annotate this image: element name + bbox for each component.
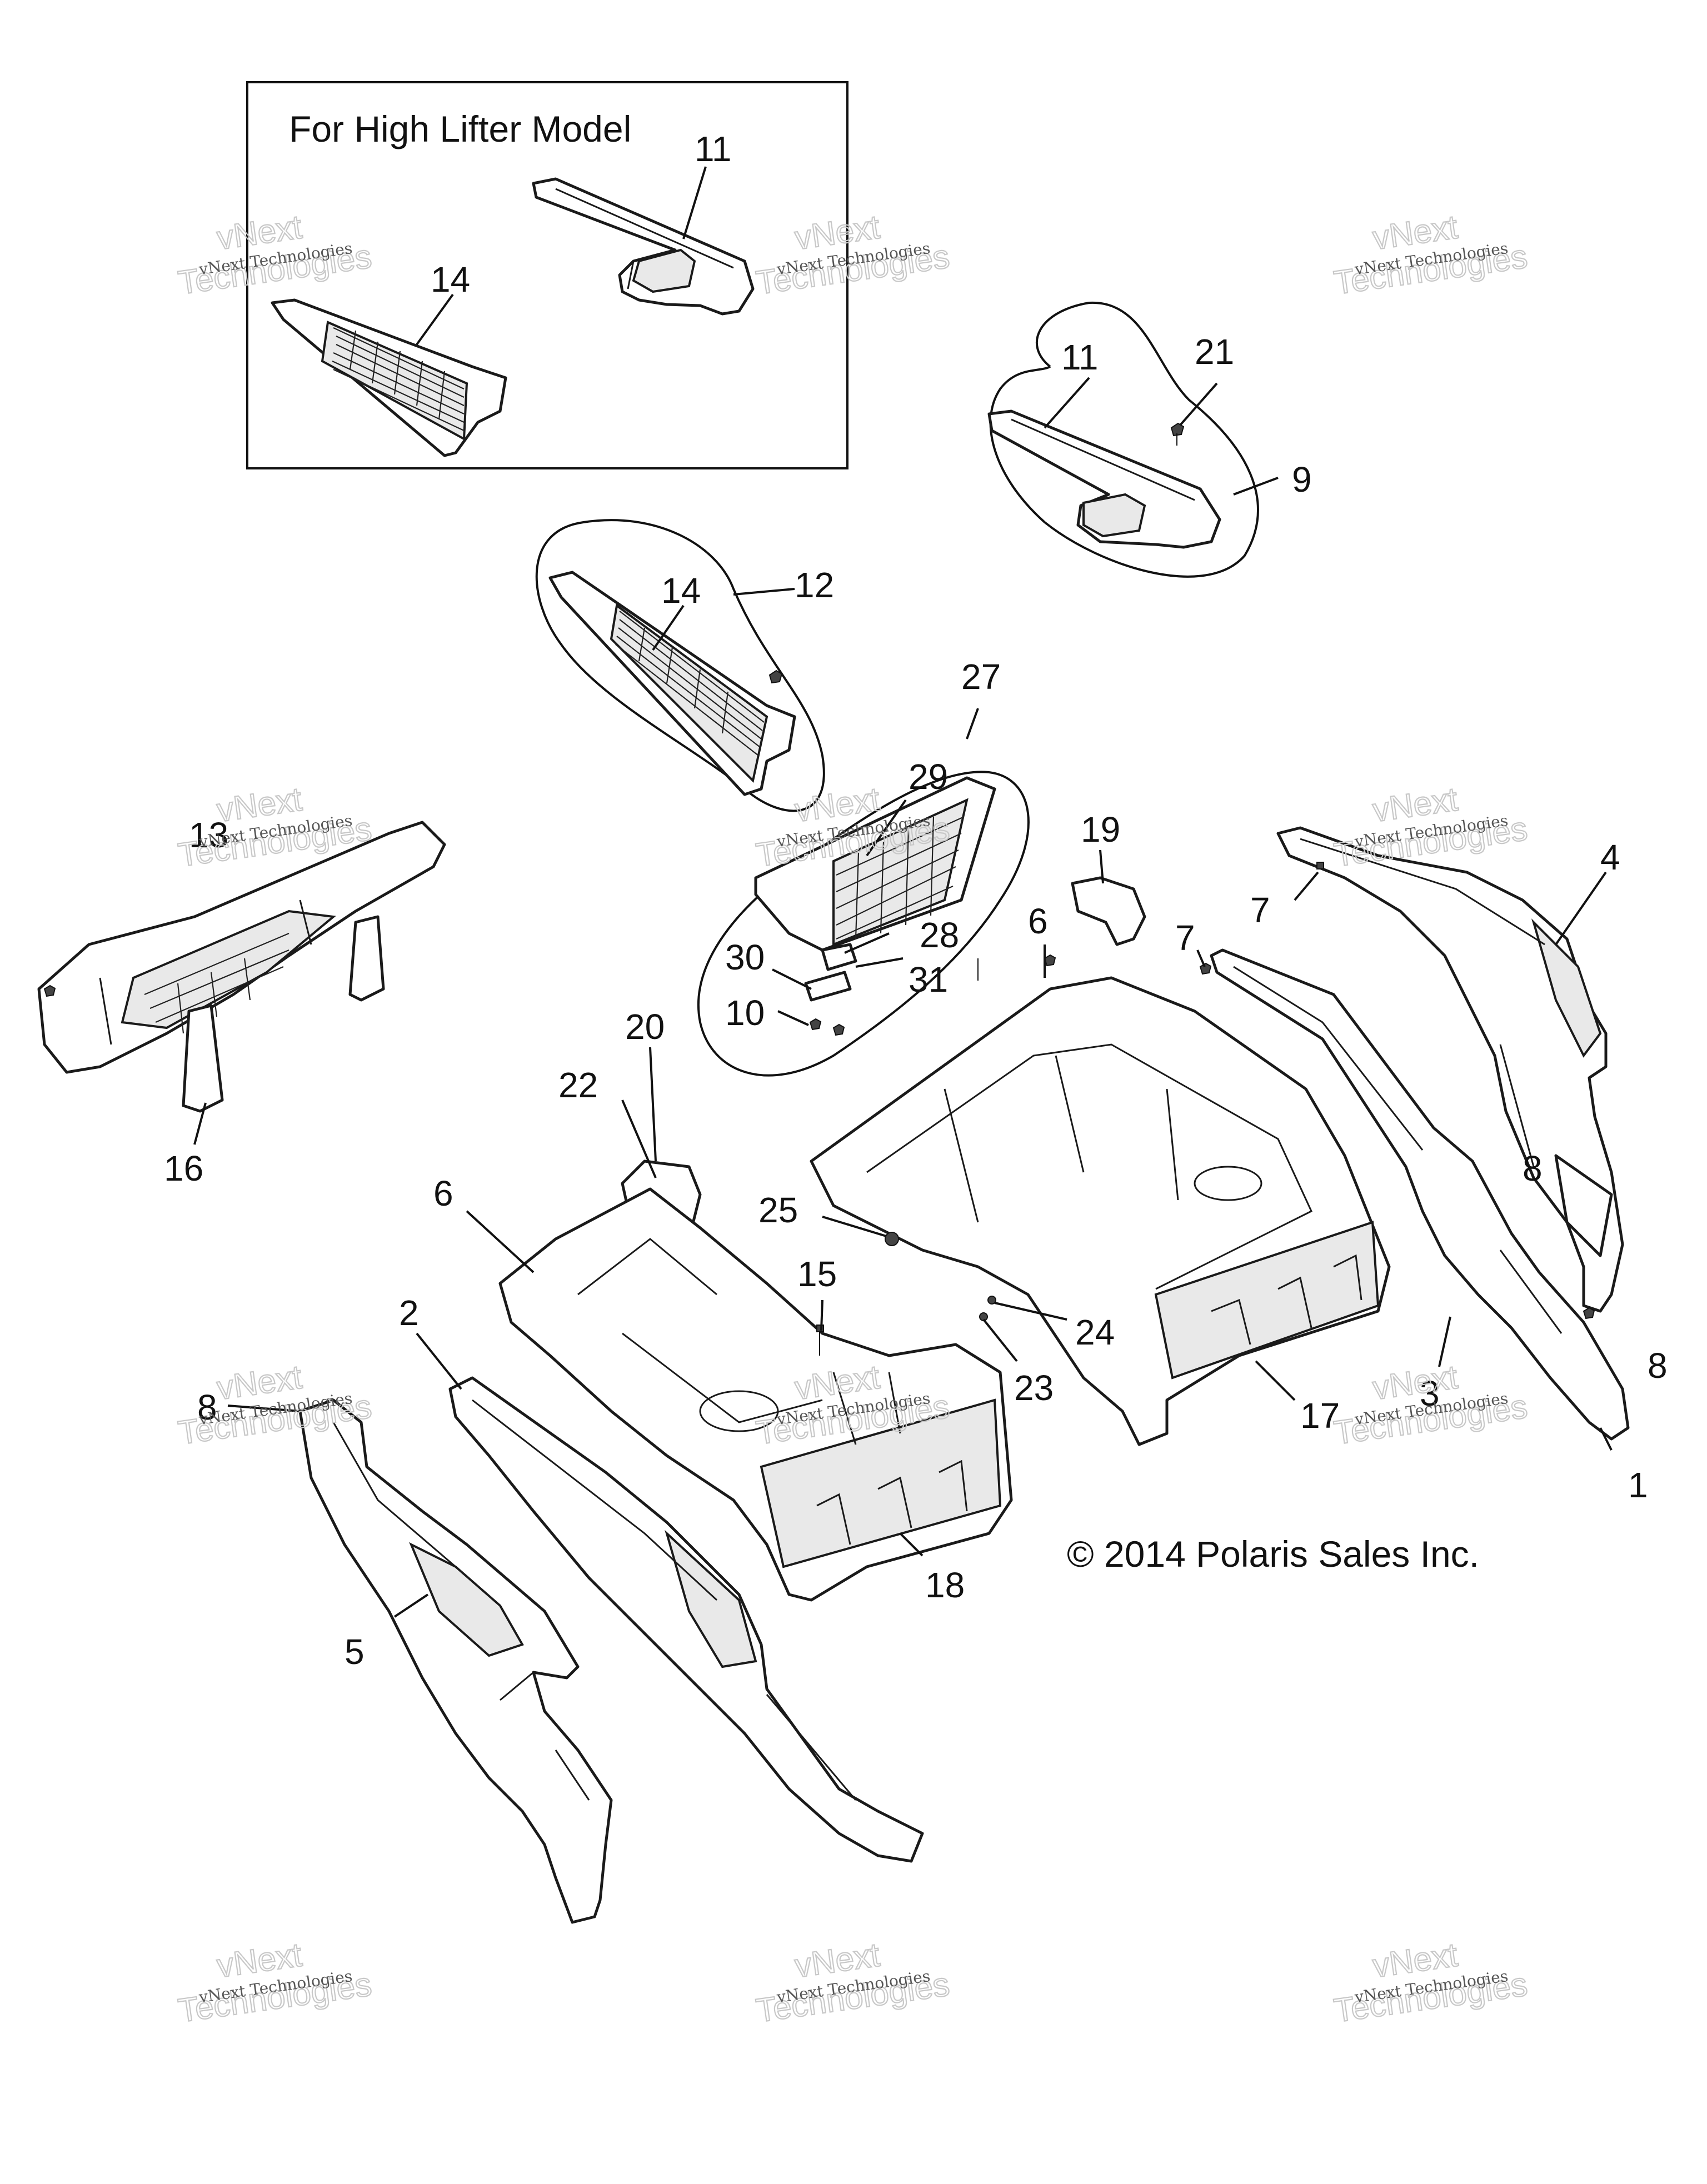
callout-11: 11: [1061, 337, 1098, 377]
part-3-right-rocker: [1196, 948, 1630, 1451]
screw-21: [1170, 422, 1185, 446]
callout-14: 14: [661, 571, 701, 611]
callout-17: 17: [1300, 1396, 1340, 1436]
callout-5: 5: [345, 1632, 365, 1672]
copyright-text: © 2014 Polaris Sales Inc.: [1067, 1533, 1479, 1575]
callout-31: 31: [909, 959, 948, 999]
inset-part-11: [532, 177, 755, 316]
callout-7-right: 7: [1250, 890, 1270, 930]
kit-12-circle: [535, 519, 825, 812]
part-17-rear-tub: [810, 944, 1391, 1446]
callout-2: 2: [399, 1293, 419, 1333]
callout-21: 21: [1195, 332, 1234, 372]
callout-12: 12: [795, 565, 834, 605]
callout-28: 28: [920, 915, 959, 955]
watermark: vNext Technologies vNext Technologies: [176, 1935, 375, 2030]
callout-20: 20: [625, 1007, 665, 1047]
inset-frame: [246, 81, 848, 469]
callout-1: 1: [1628, 1465, 1648, 1505]
callout-23: 23: [1014, 1368, 1054, 1408]
watermark: vNext Technologies vNext Technologies: [1331, 1357, 1530, 1452]
callout-4: 4: [1600, 837, 1620, 877]
callout-18: 18: [925, 1565, 965, 1605]
callout-30: 30: [725, 937, 765, 977]
callout-6-top: 6: [1028, 901, 1048, 941]
callout-inset-11: 11: [695, 129, 731, 169]
callout-24: 24: [1075, 1312, 1115, 1352]
watermark: vNext Technologies vNext Technologies: [1331, 1935, 1530, 2030]
part-2-rocker-panel: [416, 1332, 924, 1863]
leader-inset-11: [682, 166, 707, 239]
leader-inset-14: [416, 293, 454, 346]
kit-9-circle: [987, 301, 1279, 578]
watermark-grid: vNext Technologies vNext Technologies vN…: [176, 207, 1530, 2030]
callout-25: 25: [758, 1190, 798, 1230]
callout-19: 19: [1081, 809, 1120, 849]
inset-title: For High Lifter Model: [289, 108, 631, 149]
callout-8-right-low: 8: [1648, 1346, 1668, 1386]
part-4-right-fender: [1276, 826, 1624, 1320]
watermark: vNext Technologies vNext Technologies: [753, 1935, 952, 2030]
callout-13: 13: [189, 815, 228, 855]
callout-27: 27: [961, 657, 1001, 697]
callout-8-left: 8: [197, 1387, 217, 1427]
callout-3: 3: [1420, 1373, 1440, 1413]
watermark: vNext Technologies vNext Technologies: [176, 207, 375, 302]
high-lifter-inset: For High Lifter Model 11 14: [246, 81, 848, 469]
part-18-front-tub: [466, 1187, 1013, 1602]
part-5-left-fender: [227, 1398, 613, 1924]
callout-inset-14: 14: [431, 259, 470, 299]
callout-15: 15: [797, 1254, 837, 1294]
callout-22: 22: [558, 1065, 598, 1105]
callout-8-right-mid: 8: [1523, 1148, 1543, 1188]
callout-7-left: 7: [1175, 918, 1195, 958]
callout-10: 10: [725, 993, 765, 1033]
part-13-dash-panel: [37, 821, 446, 1145]
kit-27-circle: [697, 708, 1030, 1077]
watermark: vNext Technologies vNext Technologies: [1331, 779, 1530, 874]
callout-9: 9: [1292, 459, 1312, 499]
callout-16: 16: [164, 1148, 203, 1188]
callout-6-left: 6: [433, 1173, 453, 1213]
fasteners-23-24-25: [822, 1216, 1067, 1362]
callout-29: 29: [909, 757, 948, 797]
inset-part-14: [271, 298, 507, 457]
watermark: vNext Technologies vNext Technologies: [1331, 207, 1530, 302]
part-19-bracket: [1071, 849, 1146, 946]
watermark: vNext Technologies vNext Technologies: [753, 207, 952, 302]
